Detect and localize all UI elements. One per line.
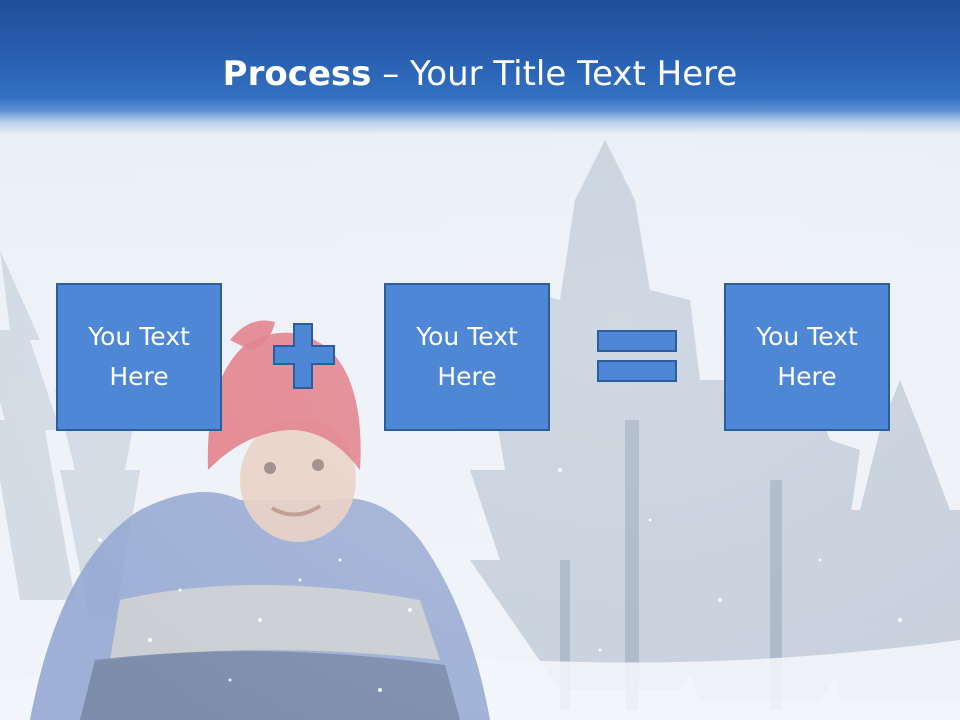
process-box-2-text: You Text Here: [416, 322, 518, 391]
title-bold: Process: [222, 54, 372, 94]
process-box-3-text: You Text Here: [756, 322, 858, 391]
plus-icon: [273, 323, 335, 389]
title-rest: Your Title Text Here: [410, 54, 738, 94]
process-box-2[interactable]: You Text Here: [384, 283, 550, 431]
title-dash: –: [371, 54, 411, 94]
process-box-1[interactable]: You Text Here: [56, 283, 222, 431]
process-box-1-text: You Text Here: [88, 322, 190, 391]
slide-title[interactable]: Process – Your Title Text Here: [0, 52, 960, 96]
process-box-3[interactable]: You Text Here: [724, 283, 890, 431]
title-banner: [0, 0, 960, 135]
equals-icon: [597, 330, 677, 382]
